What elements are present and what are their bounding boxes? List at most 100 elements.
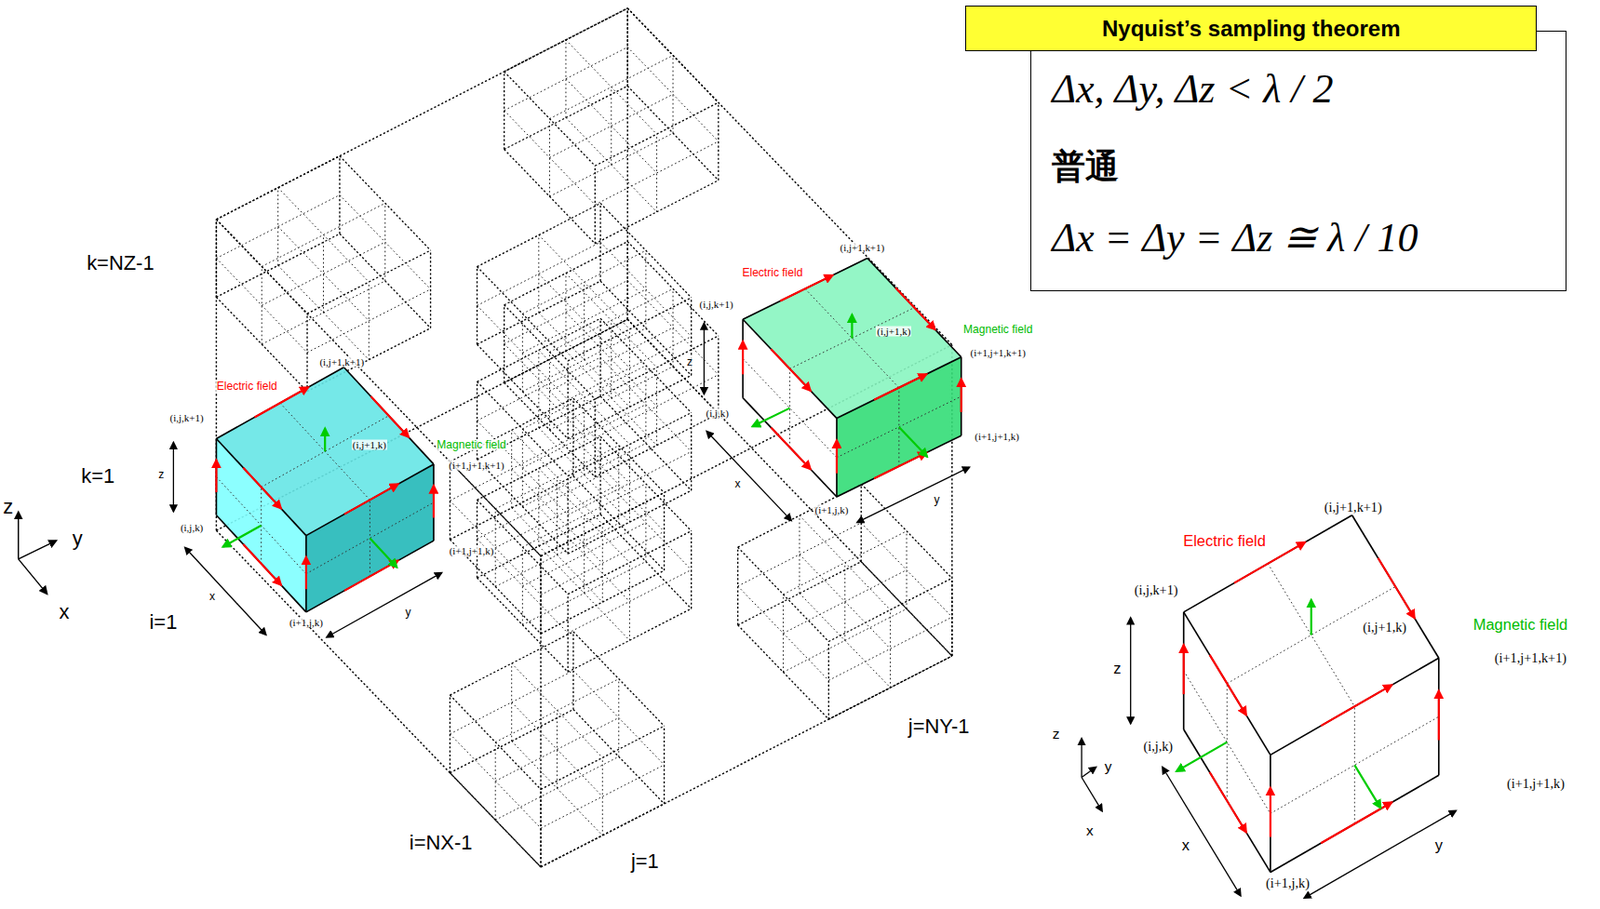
grid-label: z	[1112, 660, 1122, 676]
grid-label: (i,j,k+1)	[699, 298, 735, 310]
grid-label: i=1	[147, 612, 178, 633]
dotted-grid-line	[430, 250, 431, 329]
dimension-arrow	[185, 548, 267, 636]
cube-edge	[215, 515, 306, 613]
grid-label: z	[1, 497, 14, 518]
dotted-grid-line	[627, 242, 719, 337]
dotted-grid-line	[572, 631, 574, 711]
dotted-grid-line	[537, 349, 539, 429]
dotted-grid-line	[656, 367, 658, 446]
dimension-arrow	[703, 322, 705, 394]
dotted-grid-line	[538, 273, 631, 368]
dotted-grid-line	[690, 413, 692, 492]
dotted-grid-line	[567, 297, 692, 362]
grid-label: (i,j+1,k+1)	[1323, 500, 1384, 514]
axis-arrow	[1081, 767, 1096, 779]
cube-edge	[215, 439, 306, 537]
dotted-grid-line	[503, 71, 505, 150]
cube-edge	[1352, 515, 1439, 659]
dotted-grid-line	[476, 267, 478, 346]
grid-label: y	[71, 528, 84, 550]
dotted-grid-line	[645, 365, 646, 444]
electric-field-arrow	[432, 485, 435, 519]
theorem-box: Nyquist’s sampling theoremΔx, Δy, Δz < λ…	[1030, 30, 1567, 292]
theorem-heading: Nyquist’s sampling theorem	[965, 5, 1537, 52]
grid-label: (i,j,k)	[1142, 739, 1174, 753]
cube-edge	[306, 464, 434, 537]
cube-edge	[215, 367, 344, 440]
dotted-grid-line	[627, 242, 629, 321]
dotted-grid-line	[504, 8, 629, 72]
grid-label: (i,j+1,k)	[1361, 620, 1408, 634]
cube-face	[215, 367, 434, 537]
electric-field-label: Electric field	[740, 267, 804, 279]
dotted-grid-line	[338, 156, 340, 235]
grid-label: y	[1103, 760, 1114, 775]
electric-field-arrow	[370, 396, 409, 438]
dotted-grid-line	[594, 165, 596, 244]
grid-label: (i+1,j+1,k+1)	[969, 348, 1027, 359]
dotted-grid-line	[477, 514, 602, 579]
dotted-grid-line	[567, 594, 569, 673]
dotted-grid-line	[306, 313, 308, 392]
axis-arrow	[18, 559, 48, 594]
electric-field-arrow	[1438, 691, 1440, 741]
dotted-grid-line	[539, 789, 541, 868]
domain-boundary-line	[540, 656, 953, 868]
electric-field-arrow	[344, 484, 399, 514]
dotted-grid-line	[717, 102, 719, 181]
magnetic-field-arrow	[752, 408, 790, 428]
grid-label: (i,j,k)	[179, 522, 204, 533]
magnetic-field-label: Magnetic field	[962, 323, 1034, 336]
grid-label: y	[404, 606, 413, 619]
electric-field-arrow	[835, 440, 838, 473]
dotted-grid-line	[278, 227, 370, 322]
dotted-grid-line	[828, 642, 830, 721]
magnetic-field-arrow	[1310, 600, 1313, 636]
domain-boundary-line	[539, 556, 541, 868]
dotted-grid-line	[495, 509, 497, 588]
dotted-grid-line	[610, 87, 612, 166]
cube-edge	[215, 439, 218, 516]
grid-label: z	[157, 469, 165, 481]
dotted-grid-line	[565, 79, 658, 174]
dotted-grid-line	[573, 671, 665, 766]
dotted-grid-line	[549, 119, 551, 198]
electric-field-label: Electric field	[215, 380, 279, 392]
grid-label: (i,j+1,k)	[351, 440, 388, 451]
axis-arrow	[17, 511, 19, 559]
dotted-grid-line	[449, 476, 574, 540]
cube-edge	[960, 357, 963, 436]
dotted-grid-line	[672, 55, 674, 135]
electric-field-arrow	[741, 341, 744, 375]
dotted-grid-line	[564, 40, 566, 119]
dotted-grid-line	[215, 219, 217, 298]
magnetic-field-arrow	[369, 537, 397, 567]
dotted-grid-line	[538, 507, 631, 602]
dotted-grid-line	[556, 711, 558, 790]
dotted-grid-line	[629, 444, 631, 524]
grid-label: x	[58, 602, 71, 623]
electric-field-arrow	[1183, 645, 1185, 695]
dotted-grid-line	[600, 475, 692, 570]
dotted-grid-line	[522, 547, 524, 626]
grid-label: (i+1,j,k)	[1264, 876, 1311, 890]
dotted-grid-line	[627, 47, 719, 142]
cube-edge	[1183, 729, 1271, 873]
magnetic-field-arrow	[223, 525, 262, 548]
dotted-grid-line	[573, 437, 665, 532]
electric-field-arrow	[215, 460, 217, 494]
cube-edge	[1183, 515, 1353, 613]
electric-field-arrow	[873, 453, 927, 480]
dotted-grid-line	[495, 679, 619, 743]
electric-field-arrow	[305, 557, 308, 591]
magnetic-field-arrow	[1354, 765, 1381, 808]
dotted-grid-line	[600, 357, 692, 452]
dotted-grid-line	[537, 235, 539, 314]
grid-label: (i+1,j,k)	[813, 505, 849, 516]
dotted-grid-line	[600, 203, 692, 298]
cube-edge	[741, 319, 744, 398]
electric-field-arrow	[1210, 655, 1247, 715]
electric-field-arrow	[1210, 772, 1247, 833]
axis-arrow	[1081, 777, 1103, 811]
